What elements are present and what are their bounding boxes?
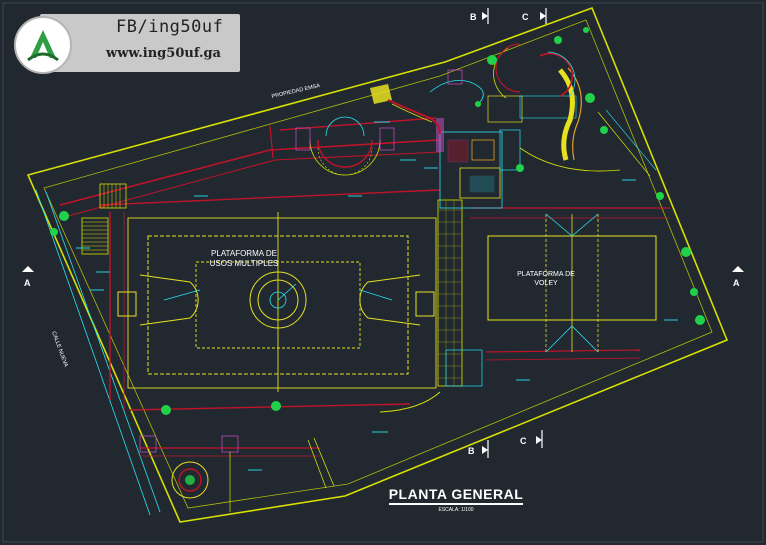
label-platform-multi-1: PLATAFORMA DE (211, 249, 277, 258)
section-arrow-icon (732, 266, 744, 272)
perimeter-wall (129, 403, 411, 411)
central-walkway (379, 199, 483, 413)
tree-icon (690, 288, 698, 296)
perimeter-wall (485, 357, 641, 361)
circular-plaza (139, 435, 335, 512)
watermark-banner: FB/ing50uf www.ing50uf.ga (40, 14, 240, 72)
tree-icon (681, 247, 691, 257)
tree-icon (59, 211, 69, 221)
street-curb-line (35, 189, 151, 516)
section-arrow-icon (22, 266, 34, 272)
yellow-stair (370, 84, 441, 135)
property-boundary (26, 6, 729, 523)
section-label-c-top: C (522, 12, 529, 22)
drawing-title: PLANTA GENERAL (388, 486, 524, 505)
street-curb-line (45, 191, 161, 513)
tree-icon (161, 405, 171, 415)
tree-icon (600, 126, 608, 134)
tree-icon (695, 315, 705, 325)
section-arrow-icon (540, 12, 546, 20)
label-platform-multi-2: USOS MULTIPLES (210, 259, 279, 268)
north-building-complex (436, 95, 577, 209)
tree-icon (554, 36, 562, 44)
inner-boundary (43, 19, 713, 509)
tree-icon (516, 164, 524, 172)
perimeter-wall (99, 189, 441, 206)
watermark-facebook-text: FB/ing50uf (116, 17, 224, 37)
watermark: FB/ing50uf www.ing50uf.ga (14, 14, 240, 74)
annotation-marks (76, 121, 678, 471)
section-markers (22, 8, 744, 458)
drawing-scale: ESCALA: 1/100 (438, 507, 474, 513)
entrance-stairs (81, 183, 127, 255)
label-platform-volley-2: VOLEY (534, 280, 558, 287)
tree-icon (475, 101, 481, 107)
curved-seating (429, 43, 657, 177)
section-label-a-right: A (733, 278, 740, 288)
perimeter-wall (67, 151, 441, 217)
section-label-b-bottom: B (468, 446, 475, 456)
perimeter-wall (269, 125, 274, 159)
amphitheatre (295, 116, 395, 176)
tree-icon (656, 192, 664, 200)
section-label-a-left: A (24, 278, 31, 288)
label-street: CALLE NUEVA (50, 331, 69, 369)
tree-icon (487, 55, 497, 65)
tree-icon (583, 27, 589, 33)
perimeter-wall (485, 349, 641, 353)
volleyball-court (487, 213, 657, 353)
section-arrow-icon (482, 12, 488, 20)
watermark-url-text: www.ing50uf.ga (106, 46, 221, 61)
multi-use-court (117, 212, 437, 392)
section-label-c-bottom: C (520, 436, 527, 446)
trees (50, 27, 705, 415)
perimeter-wall (59, 139, 441, 206)
tree-icon (50, 228, 58, 236)
tree-icon (585, 93, 595, 103)
section-arrow-icon (536, 436, 542, 444)
label-platform-volley-1: PLATAFORMA DE (517, 271, 575, 278)
section-label-b-top: B (470, 12, 477, 22)
watermark-logo-icon (14, 16, 72, 74)
drawing-title-block: PLANTA GENERAL ESCALA: 1/100 (386, 486, 526, 513)
section-arrow-icon (482, 446, 488, 454)
tree-icon (271, 401, 281, 411)
